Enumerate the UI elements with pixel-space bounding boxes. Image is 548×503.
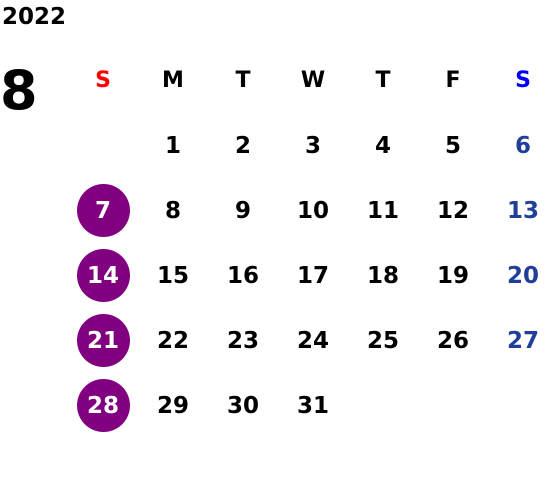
day-cell: 3 xyxy=(304,132,321,159)
day-cell-sunday: 7 xyxy=(68,178,138,243)
day-cell: 10 xyxy=(296,197,329,224)
day-cell-empty xyxy=(68,113,138,178)
day-cell: 18 xyxy=(366,262,399,289)
day-cell-saturday: 27 xyxy=(506,327,539,354)
sunday-highlight: 14 xyxy=(76,249,130,302)
day-cell: 25 xyxy=(366,327,399,354)
day-cell-empty xyxy=(488,373,548,438)
day-cell-saturday: 6 xyxy=(514,132,531,159)
sunday-highlight: 21 xyxy=(76,314,130,367)
day-cell-sunday: 14 xyxy=(68,243,138,308)
day-cell: 30 xyxy=(226,392,259,419)
weekday-header-mon: M xyxy=(162,68,184,93)
day-cell: 23 xyxy=(226,327,259,354)
day-cell: 12 xyxy=(436,197,469,224)
day-cell-sunday: 28 xyxy=(68,373,138,438)
day-cell: 19 xyxy=(436,262,469,289)
day-cell-saturday: 20 xyxy=(506,262,539,289)
day-cell: 2 xyxy=(234,132,251,159)
weekday-header-fri: F xyxy=(445,68,461,93)
day-cell: 26 xyxy=(436,327,469,354)
day-cell-empty xyxy=(348,373,418,438)
day-cell: 17 xyxy=(296,262,329,289)
sunday-highlight: 28 xyxy=(76,379,130,432)
day-cell: 16 xyxy=(226,262,259,289)
day-cell-sunday: 21 xyxy=(68,308,138,373)
year-label: 2022 xyxy=(2,4,67,30)
weekday-header-sun: S xyxy=(95,68,111,93)
day-cell: 5 xyxy=(444,132,461,159)
month-number: 8 xyxy=(0,59,38,122)
weekday-header-wed: W xyxy=(300,68,326,93)
day-cell-empty xyxy=(418,373,488,438)
day-cell: 31 xyxy=(296,392,329,419)
day-cell: 9 xyxy=(234,197,251,224)
calendar-grid: S M T W T F S 1 2 3 4 5 6 7 8 9 10 11 12… xyxy=(68,48,548,438)
day-cell: 8 xyxy=(164,197,181,224)
weekday-header-thu: T xyxy=(375,68,391,93)
day-cell: 24 xyxy=(296,327,329,354)
day-cell: 22 xyxy=(156,327,189,354)
weekday-header-tue: T xyxy=(235,68,251,93)
day-cell: 29 xyxy=(156,392,189,419)
day-cell: 11 xyxy=(366,197,399,224)
day-cell-saturday: 13 xyxy=(506,197,539,224)
day-cell: 1 xyxy=(164,132,181,159)
day-cell: 4 xyxy=(374,132,391,159)
sunday-highlight: 7 xyxy=(76,184,130,237)
day-cell: 15 xyxy=(156,262,189,289)
weekday-header-sat: S xyxy=(515,68,531,93)
